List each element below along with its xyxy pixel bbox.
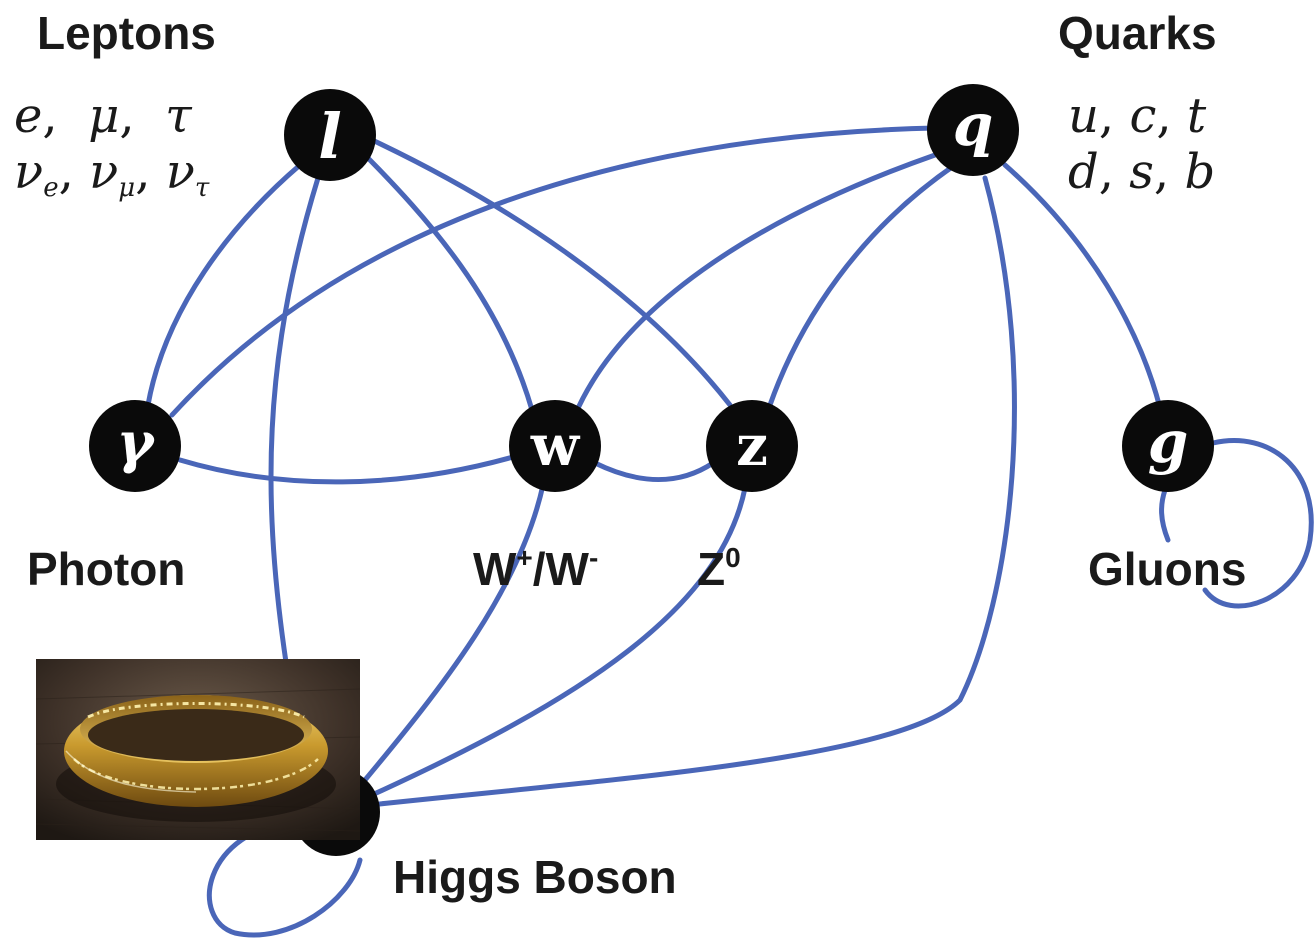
w-minus: - (588, 542, 599, 573)
edge-higgs-loop (206, 817, 363, 938)
w-symbol: w (530, 413, 581, 479)
edge-quark-z (767, 162, 958, 408)
lepton-row-2: νe, νμ, ντ (14, 144, 210, 203)
z-boson-node: z (706, 400, 798, 492)
interaction-lines (145, 125, 1314, 938)
photon-label: Photon (27, 543, 186, 595)
ring-icon (36, 659, 360, 840)
particle-nu-mu: νμ (89, 144, 136, 203)
particle-charm: c (1129, 88, 1157, 144)
w-base: W (473, 543, 517, 595)
gluons-label: Gluons (1088, 543, 1247, 595)
particle-bottom: b (1184, 144, 1216, 200)
particle-muon: μ (88, 88, 120, 144)
quark-row-2: d, s, b (1068, 144, 1216, 200)
edge-photon-w (177, 452, 523, 485)
edge-z-higgs (369, 485, 748, 798)
particle-nu-tau: ντ (165, 144, 210, 203)
edge-gluon-tail (1159, 487, 1171, 543)
edge-w-higgs (362, 482, 546, 783)
particle-up: u (1068, 88, 1099, 144)
w-plus: + (516, 542, 533, 573)
particle-electron: e (14, 88, 43, 144)
edge-w-z (592, 460, 716, 482)
leptons-label: Leptons (37, 7, 216, 59)
w-sep: /W (532, 543, 589, 595)
z-symbol: z (736, 413, 768, 479)
higgs-label: Higgs Boson (393, 851, 677, 903)
lepton-particles: e, μ, τ νe, νμ, ντ (14, 88, 209, 216)
gluon-symbol: g (1148, 408, 1189, 476)
lepton-symbol: l (318, 100, 342, 173)
w-boson-node: w (509, 400, 601, 492)
quarks-label: Quarks (1058, 7, 1217, 59)
z-base: Z (697, 543, 726, 595)
quark-particles: u, c, t d, s, b (1068, 88, 1215, 200)
photon-symbol: γ (117, 410, 157, 476)
edge-quark-higgs (367, 175, 1017, 808)
edge-lepton-photon (145, 162, 303, 408)
particle-nu-e: νe (14, 144, 59, 203)
particle-down: d (1068, 144, 1099, 200)
ring-photo (36, 659, 360, 840)
particle-strange: s (1129, 144, 1154, 200)
edge-quark-photon (169, 125, 938, 418)
quark-row-1: u, c, t (1068, 88, 1207, 144)
edge-lepton-z (365, 135, 733, 408)
edge-quark-w (572, 152, 938, 418)
edge-gluon-loop (1202, 438, 1314, 609)
lepton-row-1: e, μ, τ (14, 88, 192, 144)
z-zero: 0 (725, 542, 741, 573)
w-boson-label: W+/W- (473, 542, 598, 596)
lepton-node: l (284, 89, 376, 181)
particle-tau: τ (165, 88, 192, 144)
edge-quark-gluon (1002, 162, 1163, 411)
quark-symbol: q (953, 91, 994, 159)
edge-lepton-w (357, 147, 535, 413)
quark-node: q (927, 84, 1019, 176)
gluon-node: g (1122, 400, 1214, 492)
particle-top: t (1186, 88, 1207, 144)
z-boson-label: Z0 (697, 542, 741, 596)
photon-node: γ (89, 400, 181, 492)
